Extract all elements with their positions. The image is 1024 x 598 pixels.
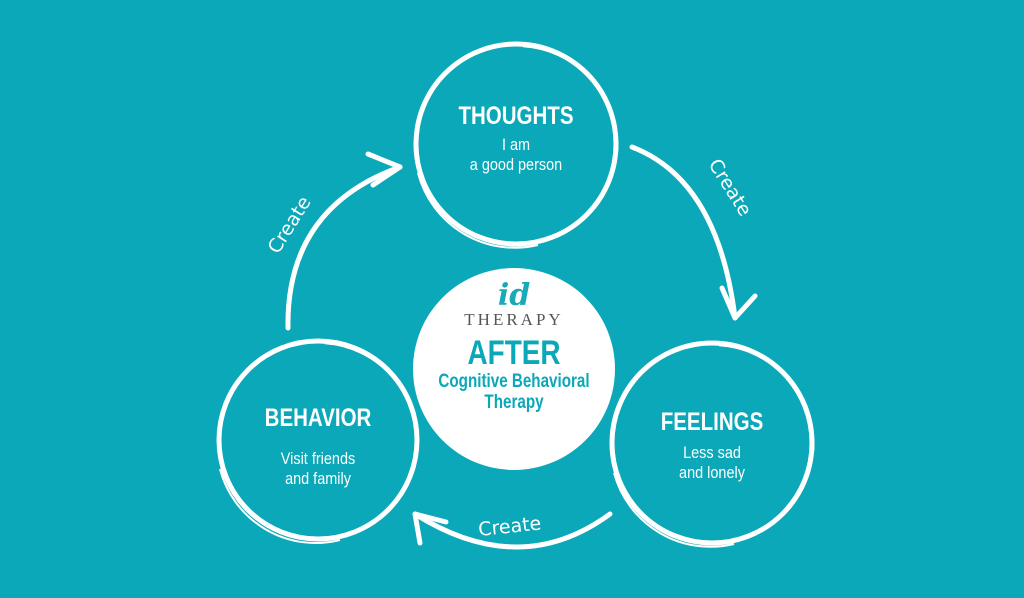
center-subheading-line1: Cognitive Behavioral — [438, 371, 590, 392]
feelings-ring — [609, 340, 815, 548]
logo-name: THERAPY — [464, 310, 564, 329]
arrow-feelings-to-behavior — [412, 511, 613, 550]
node-line: I am — [501, 135, 531, 154]
arrow-label-thoughts-to-feelings: Create — [704, 155, 756, 220]
logo-mark: id — [497, 278, 531, 313]
center-subheading-line2: Therapy — [484, 392, 544, 413]
node-line: a good person — [469, 155, 563, 174]
arrow-label-feelings-to-behavior: Create — [477, 512, 542, 540]
center-disc — [413, 268, 615, 470]
node-title: THOUGHTS — [458, 102, 574, 130]
thoughts-ring — [413, 41, 619, 249]
arrow-behavior-to-thoughts — [285, 151, 403, 331]
node-line: and family — [285, 469, 351, 488]
arrow-label-behavior-to-thoughts: Create — [264, 192, 316, 257]
arrow-thoughts-to-feelings — [629, 144, 758, 321]
node-thoughts: THOUGHTS I am a good person — [416, 102, 616, 175]
node-feelings: FEELINGS Less sad and lonely — [612, 408, 812, 483]
node-title: FEELINGS — [660, 408, 764, 436]
node-line: Visit friends — [280, 449, 356, 468]
behavior-ring — [216, 338, 420, 545]
node-line: and lonely — [679, 463, 745, 482]
node-line: Less sad — [683, 443, 741, 462]
center-label: id THERAPY AFTER Cognitive Behavioral Th… — [414, 278, 614, 414]
center-heading: AFTER — [467, 334, 561, 372]
node-behavior: BEHAVIOR Visit friends and family — [218, 404, 418, 489]
node-title: BEHAVIOR — [264, 404, 372, 432]
